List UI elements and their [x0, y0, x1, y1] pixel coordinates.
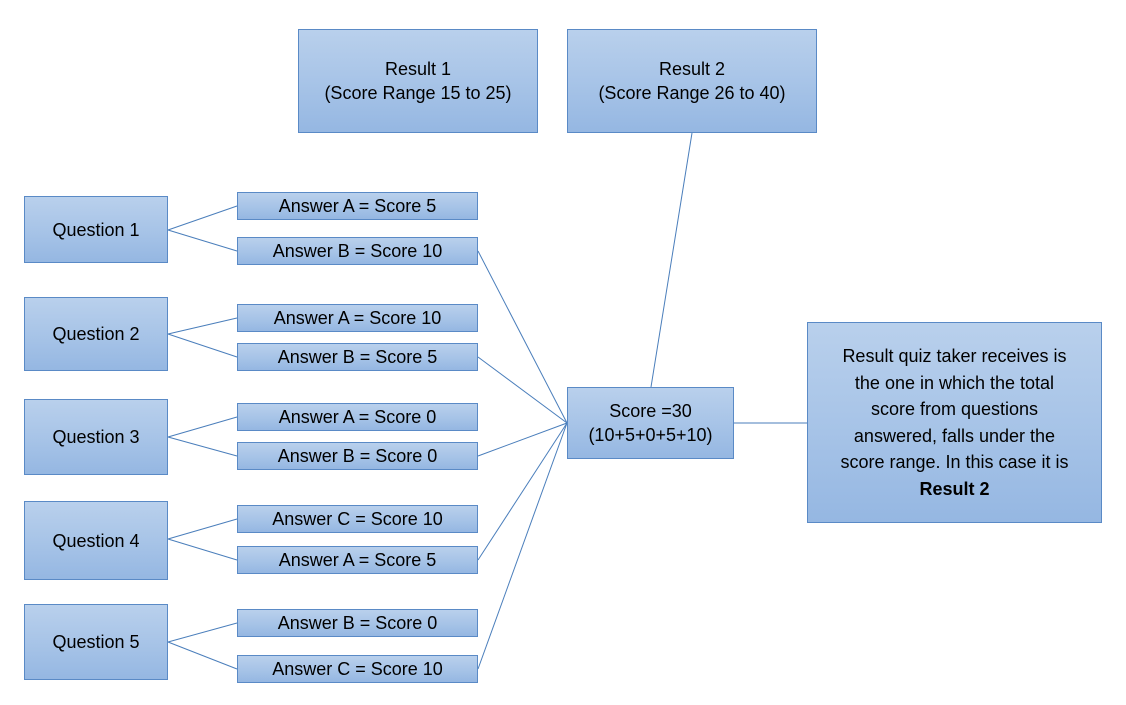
answer-label: Answer C = Score 10 [272, 509, 443, 529]
answer-box: Answer B = Score 5 [237, 343, 478, 371]
connector-line [477, 422, 568, 561]
connector-line [477, 356, 568, 424]
answer-label: Answer B = Score 0 [277, 613, 438, 633]
question-label: Question 2 [52, 324, 140, 344]
answer-label: Answer B = Score 10 [272, 241, 443, 261]
result-1-title: Result 1 [384, 59, 452, 79]
result-1-range: (Score Range 15 to 25) [324, 83, 512, 103]
connector-line [650, 132, 693, 388]
question-label: Question 3 [52, 427, 140, 447]
connector-line [167, 416, 238, 438]
answer-label: Answer B = Score 5 [277, 347, 438, 367]
connector-line [477, 422, 568, 670]
score-breakdown: (10+5+0+5+10) [588, 425, 713, 445]
question-label: Question 5 [52, 632, 140, 652]
result-2-box: Result 2 (Score Range 26 to 40) [567, 29, 817, 133]
question-5-box: Question 5 [24, 604, 168, 680]
answer-box: Answer B = Score 10 [237, 237, 478, 265]
answer-label: Answer A = Score 0 [278, 407, 437, 427]
connector-line [167, 205, 238, 231]
result-2-title: Result 2 [658, 59, 726, 79]
explanation-line: Result quiz taker receives is [842, 346, 1067, 366]
connector-line [167, 538, 238, 561]
answer-box: Answer B = Score 0 [237, 609, 478, 637]
answer-label: Answer A = Score 5 [278, 550, 437, 570]
connector-line [167, 622, 238, 643]
connector-line [167, 333, 238, 358]
question-3-box: Question 3 [24, 399, 168, 475]
score-total: Score =30 [609, 401, 692, 421]
answer-label: Answer B = Score 0 [277, 446, 438, 466]
connector-line [477, 422, 568, 457]
answer-box: Answer A = Score 0 [237, 403, 478, 431]
question-4-box: Question 4 [24, 501, 168, 580]
question-1-box: Question 1 [24, 196, 168, 263]
explanation-line: score range. In this case it is [840, 452, 1069, 472]
connector-line [167, 518, 238, 540]
answer-label: Answer A = Score 5 [278, 196, 437, 216]
total-score-box: Score =30 (10+5+0+5+10) [567, 387, 734, 459]
connector-line [167, 641, 238, 670]
explanation-line: answered, falls under the [853, 425, 1056, 446]
answer-label: Answer A = Score 10 [273, 308, 442, 328]
question-label: Question 1 [52, 219, 140, 240]
question-2-box: Question 2 [24, 297, 168, 371]
explanation-line: score from questions [870, 399, 1039, 419]
answer-box: Answer A = Score 5 [237, 192, 478, 220]
explanation-result: Result 2 [919, 478, 990, 499]
connector-line [167, 229, 238, 252]
connector-line [167, 436, 238, 457]
answer-box: Answer C = Score 10 [237, 505, 478, 533]
answer-box: Answer A = Score 10 [237, 304, 478, 332]
connector-line [167, 317, 238, 335]
answer-label: Answer C = Score 10 [272, 659, 443, 679]
question-label: Question 4 [52, 530, 140, 551]
answer-box: Answer C = Score 10 [237, 655, 478, 683]
result-1-box: Result 1 (Score Range 15 to 25) [298, 29, 538, 133]
explanation-line: the one in which the total [854, 372, 1055, 393]
explanation-box: Result quiz taker receives is the one in… [807, 322, 1102, 523]
result-2-range: (Score Range 26 to 40) [598, 83, 786, 103]
answer-box: Answer B = Score 0 [237, 442, 478, 470]
connector-line [477, 250, 568, 424]
answer-box: Answer A = Score 5 [237, 546, 478, 574]
